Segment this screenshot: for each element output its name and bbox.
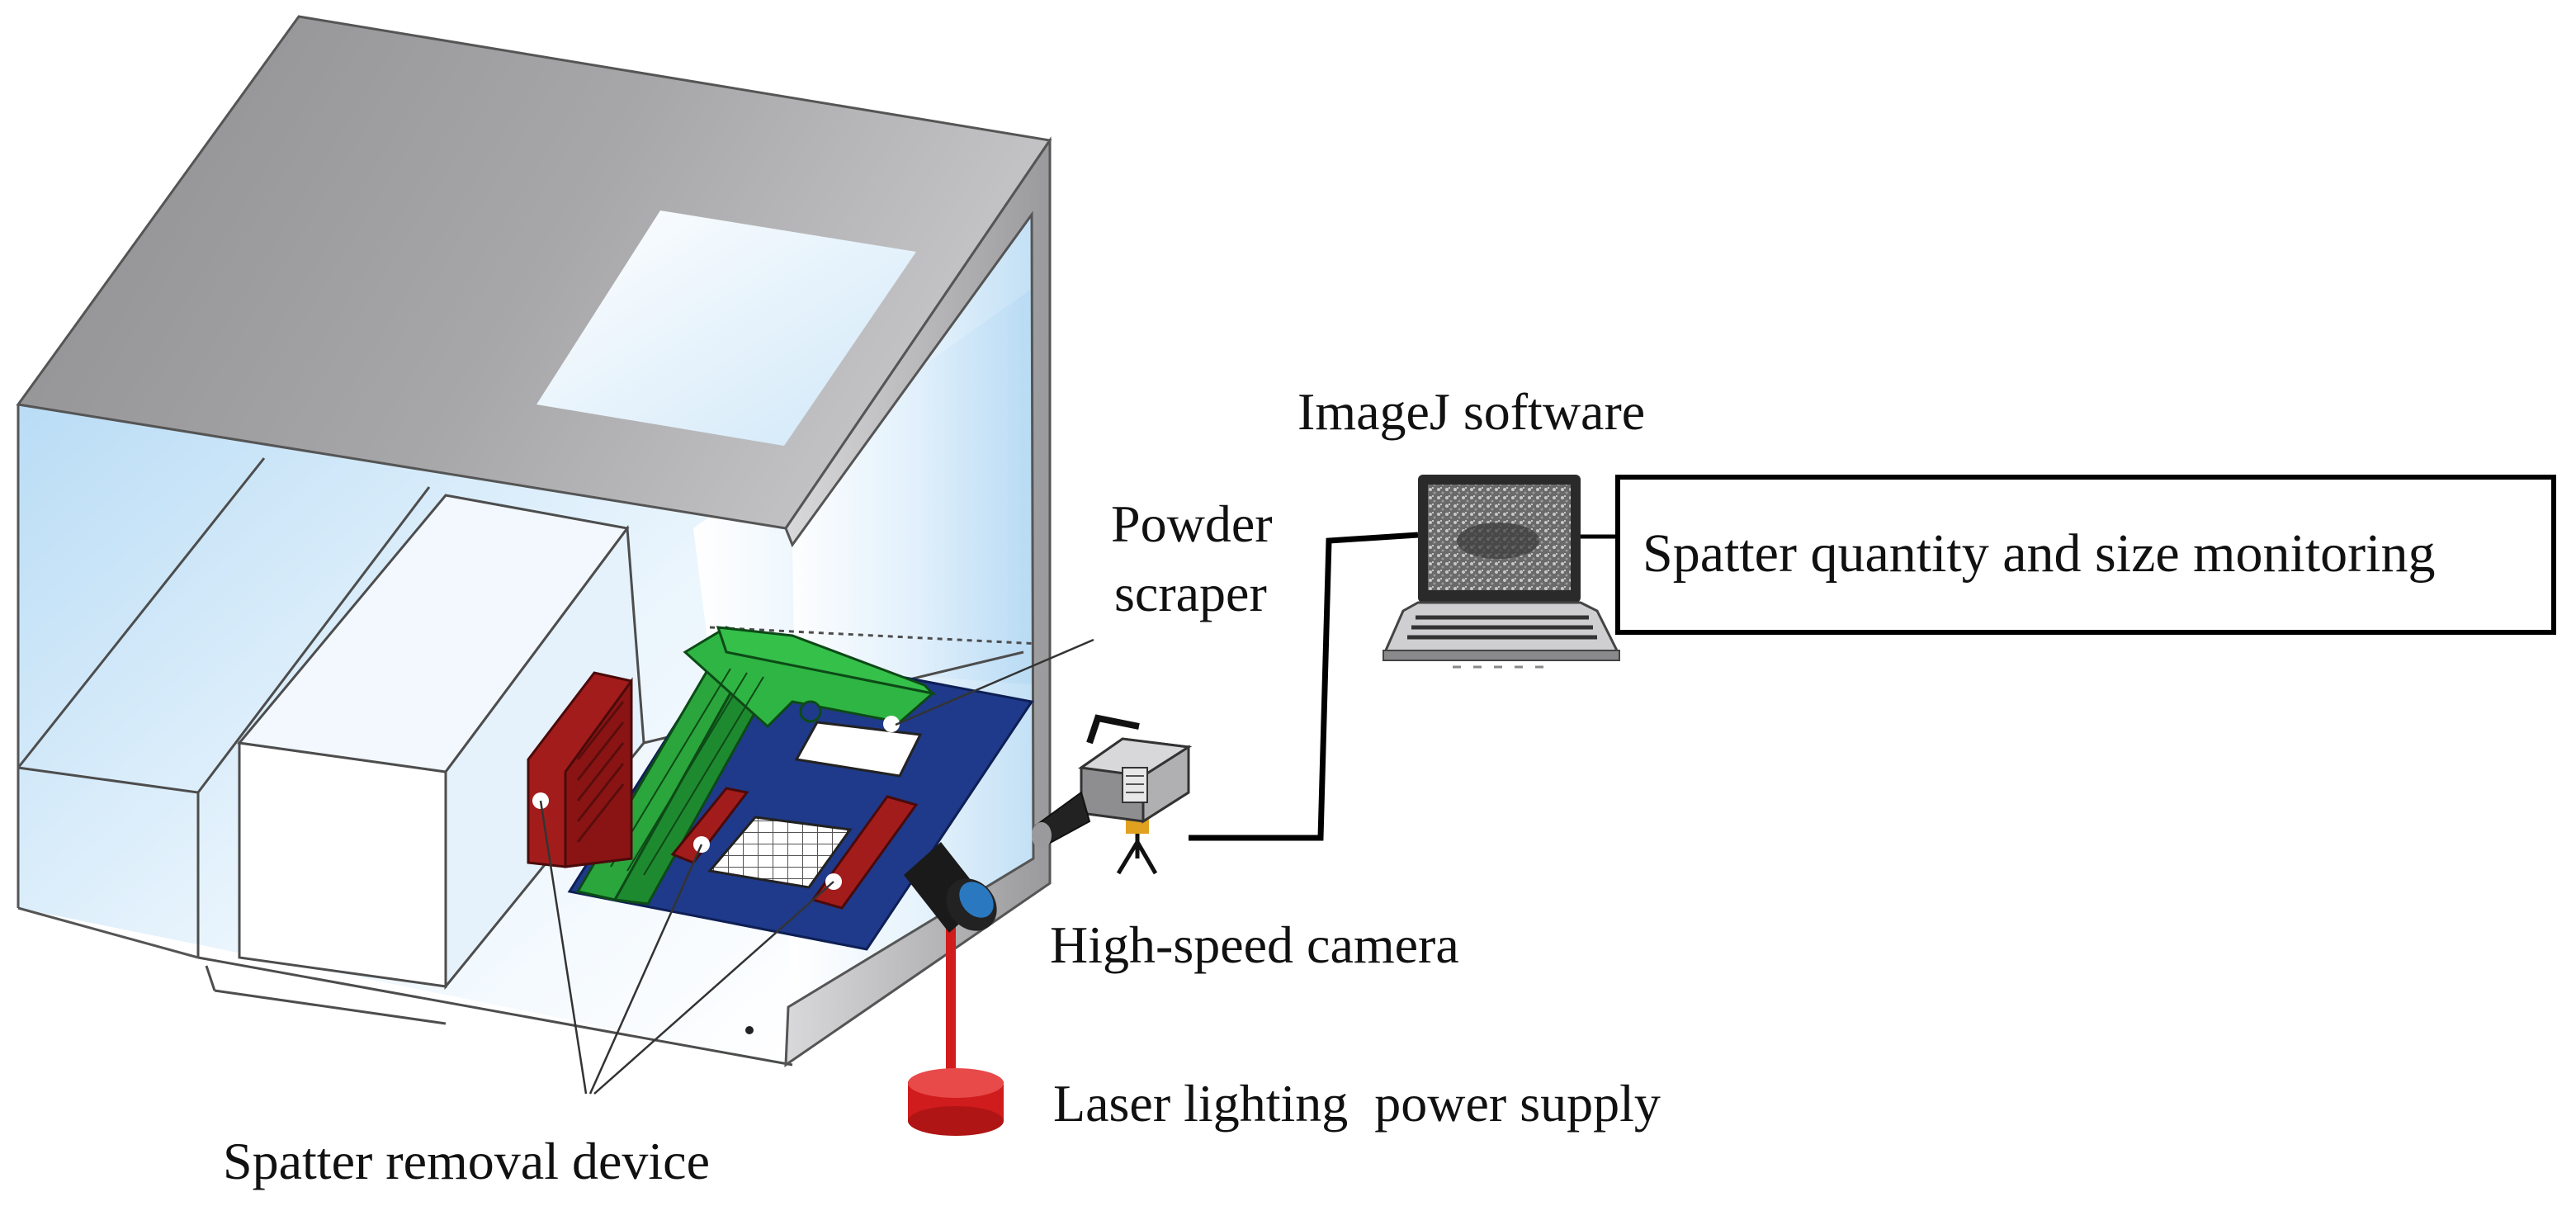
powder-scraper-label-line1: Powder <box>1111 494 1273 553</box>
powder-scraper-label-line2: scraper <box>1114 564 1267 622</box>
spatter-removal-device-left <box>527 671 633 868</box>
chamber-top-window <box>536 210 916 446</box>
camera-to-laptop-cable <box>1189 532 1419 841</box>
imagej-software-label: ImageJ software <box>1297 382 1645 441</box>
powder-bed-grid <box>707 816 853 889</box>
monitoring-box <box>1615 475 2556 635</box>
pointer-lines <box>539 638 1094 1095</box>
laser-lighting-label: Laser lighting power supply <box>1053 1074 1661 1133</box>
chamber-right-frame <box>784 136 1052 1067</box>
high-speed-camera-label: High-speed camera <box>1050 915 1459 974</box>
laptop-icon <box>1383 475 1620 669</box>
laser-light-icon <box>904 842 1004 1136</box>
spatter-removal-device-center <box>670 787 749 864</box>
build-chamber <box>16 15 1052 1067</box>
powder-scraper-gantry <box>575 626 937 906</box>
build-opening <box>794 721 923 778</box>
spatter-removal-device-label: Spatter removal device <box>223 1132 710 1190</box>
monitoring-label: Spatter quantity and size monitoring <box>1642 523 2435 584</box>
duct-left <box>17 457 431 958</box>
video-camera-icon <box>1032 714 1193 875</box>
